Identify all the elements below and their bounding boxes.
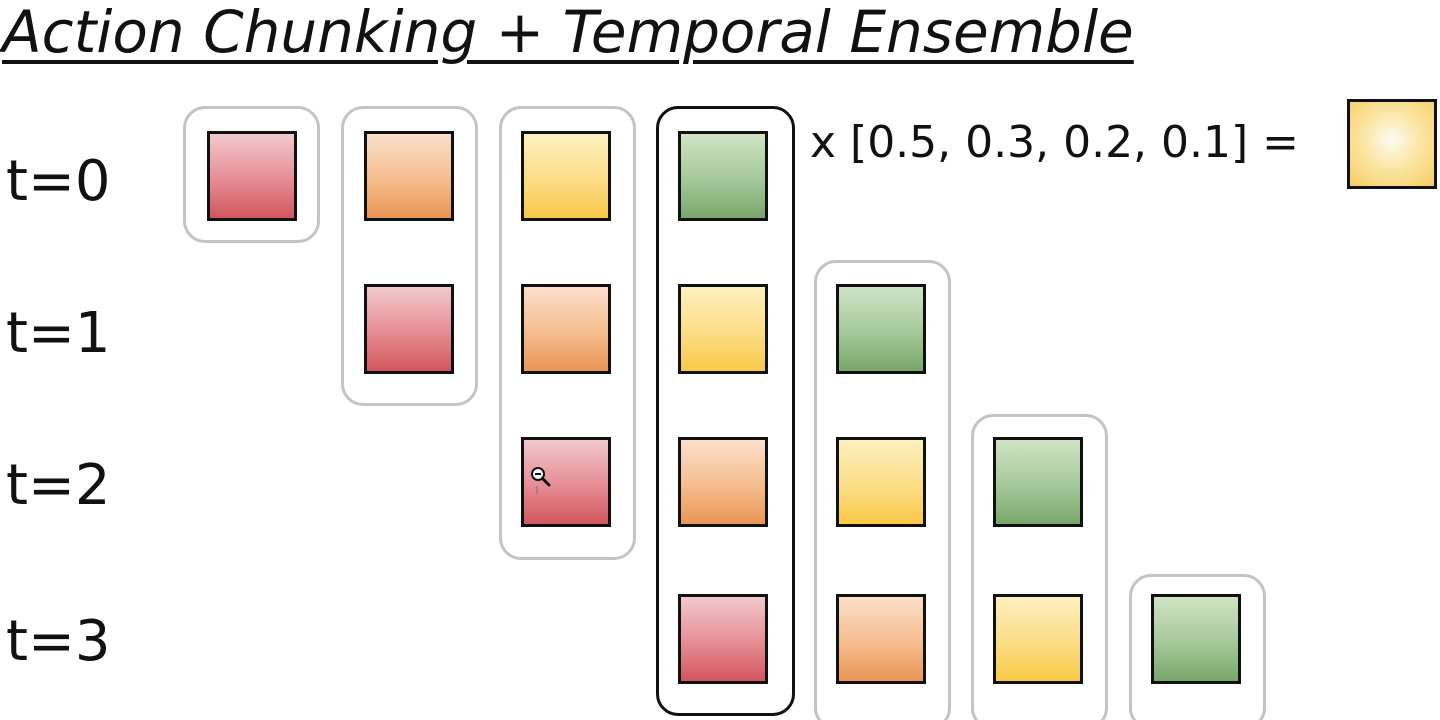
timestep-group-4 (814, 260, 951, 720)
action-cell-orange (521, 284, 611, 374)
action-cell-yellow (836, 437, 926, 527)
action-cell-red (207, 131, 297, 221)
row-label-t3: t=3 (6, 609, 111, 674)
action-cell-yellow (993, 594, 1083, 684)
action-cell-green (1151, 594, 1241, 684)
timestep-group-6 (1129, 574, 1266, 720)
row-label-t0: t=0 (6, 149, 111, 214)
action-cell-green (993, 437, 1083, 527)
action-cell-orange (364, 131, 454, 221)
ensemble-result-cell (1347, 99, 1437, 189)
timestep-group-1 (341, 106, 478, 406)
ensemble-weights-formula: x [0.5, 0.3, 0.2, 0.1] = (810, 117, 1300, 168)
timestep-group-2 (499, 106, 636, 560)
action-cell-red (364, 284, 454, 374)
ensemble-highlight-group (656, 106, 795, 716)
action-cell-orange (836, 594, 926, 684)
zoom-out-cursor-icon (531, 467, 551, 494)
action-cell-red (678, 594, 768, 684)
slide-title: Action Chunking + Temporal Ensemble (2, 0, 1134, 66)
action-cell-orange (678, 437, 768, 527)
row-label-t2: t=2 (6, 453, 111, 518)
timestep-group-5 (971, 414, 1108, 720)
action-cell-yellow (521, 131, 611, 221)
row-label-t1: t=1 (6, 301, 111, 366)
action-cell-yellow (678, 284, 768, 374)
timestep-group-0 (183, 106, 320, 243)
action-cell-green (836, 284, 926, 374)
action-cell-red (521, 437, 611, 527)
action-cell-green (678, 131, 768, 221)
